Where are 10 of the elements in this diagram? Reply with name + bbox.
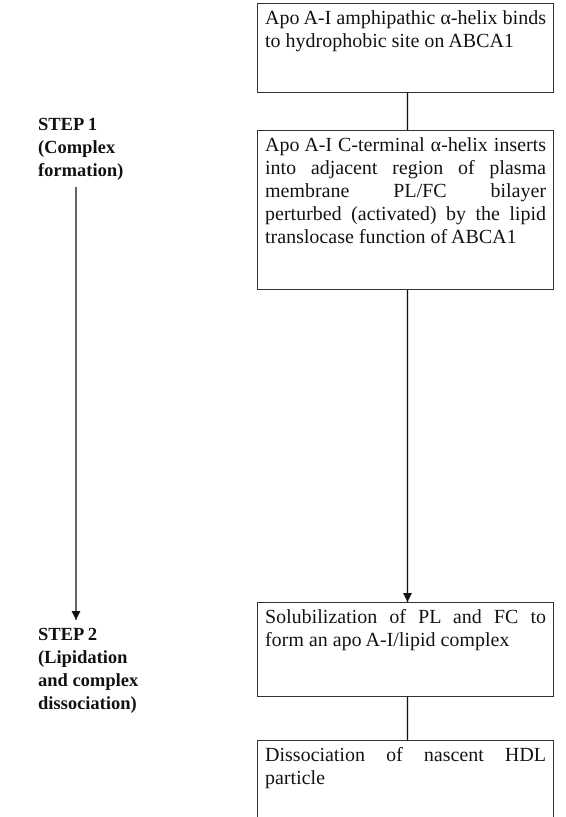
arrow xyxy=(72,187,80,620)
process-box: Apo A-I C-terminal α-helix inserts into adjacent region of plasma membrane PL/FC bilayer perturbed (activated) by the lipid translocase function of ABCA1 xyxy=(257,130,554,290)
step-label: STEP 1 (Complex formation) xyxy=(38,114,148,183)
process-box: Dissociation of nascent HDL particle xyxy=(257,740,554,817)
process-box: Apo A-I amphipathic α-helix binds to hydrophobic site on ABCA1 xyxy=(257,3,554,93)
connector-line xyxy=(406,93,408,130)
connector-line xyxy=(406,697,408,740)
process-box: Solubilization of PL and FC to form an apo A-I/lipid complex xyxy=(257,602,554,697)
arrow xyxy=(403,290,412,602)
step-label: STEP 2 (Lipidation and complex dissociation) xyxy=(38,624,158,716)
